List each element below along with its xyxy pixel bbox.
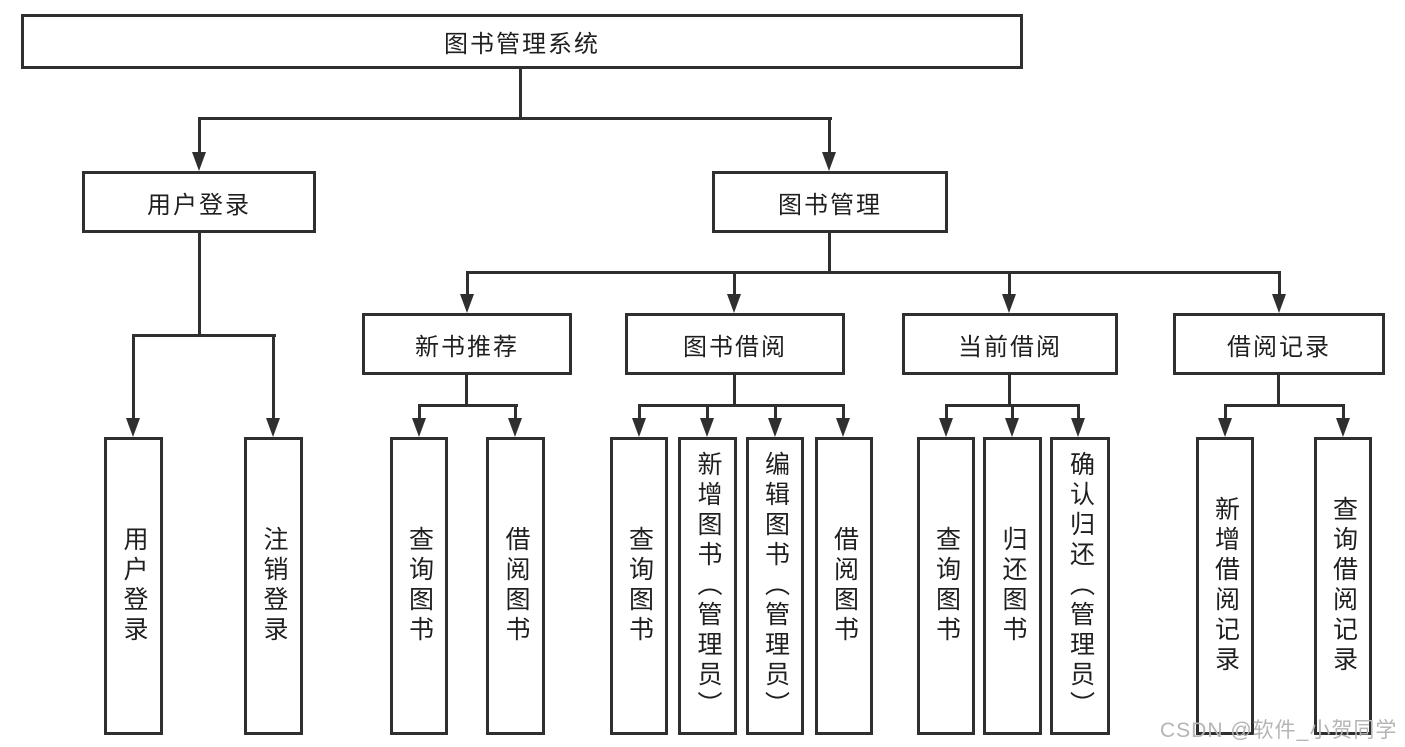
- leaf-edit-books-admin: 编辑图书（管理员）: [746, 437, 804, 735]
- connector-line: [1224, 404, 1227, 420]
- connector-line: [198, 117, 832, 120]
- connector-line: [132, 334, 276, 337]
- connector-line: [198, 117, 201, 155]
- node-label: 确认归还（管理员）: [1066, 451, 1095, 721]
- connector-line: [828, 117, 831, 155]
- connector-line: [1278, 271, 1281, 297]
- arrow-down-icon: [1002, 294, 1016, 313]
- leaf-borrow-books: 借阅图书: [486, 437, 545, 735]
- leaf-logout: 注销登录: [244, 437, 303, 735]
- node-label: 查询图书: [405, 526, 434, 646]
- arrow-down-icon: [836, 418, 850, 437]
- arrow-down-icon: [1336, 418, 1350, 437]
- connector-line: [418, 404, 518, 407]
- connector-line: [842, 404, 845, 420]
- node-current-borrowing: 当前借阅: [902, 313, 1118, 375]
- leaf-add-books-admin: 新增图书（管理员）: [678, 437, 737, 735]
- connector-line: [1008, 271, 1011, 297]
- node-label: 新增借阅记录: [1211, 496, 1240, 676]
- connector-line: [1342, 404, 1345, 420]
- connector-line: [466, 271, 469, 297]
- node-label: 借阅图书: [830, 526, 859, 646]
- connector-line: [132, 334, 135, 422]
- leaf-user-login: 用户登录: [104, 437, 163, 735]
- arrow-down-icon: [768, 418, 782, 437]
- node-label: 新书推荐: [415, 333, 519, 361]
- leaf-query-books: 查询图书: [390, 437, 448, 735]
- node-label: 注销登录: [260, 526, 288, 646]
- node-library-management-system: 图书管理系统: [21, 14, 1023, 69]
- connector-line: [1008, 375, 1011, 407]
- leaf-confirm-return-admin: 确认归还（管理员）: [1050, 437, 1110, 735]
- connector-line: [733, 375, 736, 407]
- leaf-return-books: 归还图书: [983, 437, 1042, 735]
- arrow-down-icon: [632, 418, 646, 437]
- leaf-query-books: 查询图书: [917, 437, 975, 735]
- connector-line: [638, 404, 641, 420]
- connector-line: [945, 404, 948, 420]
- arrow-down-icon: [822, 152, 836, 171]
- node-book-management-branch: 图书管理: [712, 171, 948, 233]
- node-label: 查询借阅记录: [1329, 496, 1358, 676]
- leaf-query-books: 查询图书: [610, 437, 668, 735]
- connector-line: [733, 271, 736, 297]
- arrow-down-icon: [1218, 418, 1232, 437]
- node-label: 图书借阅: [683, 333, 787, 361]
- leaf-borrow-books: 借阅图书: [815, 437, 873, 735]
- node-new-book-recommendation: 新书推荐: [362, 313, 572, 375]
- node-label: 编辑图书（管理员）: [761, 451, 790, 721]
- arrow-down-icon: [1272, 294, 1286, 313]
- arrow-down-icon: [939, 418, 953, 437]
- arrow-down-icon: [266, 418, 280, 437]
- node-book-borrowing: 图书借阅: [625, 313, 845, 375]
- node-label: 查询图书: [932, 526, 961, 646]
- node-borrowing-records: 借阅记录: [1173, 313, 1385, 375]
- arrow-down-icon: [508, 418, 522, 437]
- arrow-down-icon: [460, 294, 474, 313]
- leaf-query-borrow-record: 查询借阅记录: [1314, 437, 1372, 735]
- node-label: 用户登录: [147, 191, 251, 219]
- node-label: 当前借阅: [958, 333, 1062, 361]
- connector-line: [1224, 404, 1345, 407]
- connector-line: [272, 334, 275, 422]
- arrow-down-icon: [700, 418, 714, 437]
- connector-line: [774, 404, 777, 420]
- node-label: 图书管理: [778, 191, 882, 219]
- arrow-down-icon: [126, 418, 140, 437]
- node-label: 查询图书: [625, 526, 654, 646]
- connector-line: [418, 404, 421, 420]
- arrow-down-icon: [727, 294, 741, 313]
- watermark-text: CSDN @软件_小贺同学: [1160, 719, 1398, 742]
- connector-line: [828, 233, 831, 274]
- connector-line: [1277, 375, 1280, 407]
- node-label: 归还图书: [999, 526, 1027, 646]
- node-label: 借阅记录: [1227, 333, 1331, 361]
- arrow-down-icon: [1071, 418, 1085, 437]
- node-label: 图书管理系统: [444, 31, 600, 58]
- connector-line: [1011, 404, 1014, 420]
- connector-line: [706, 404, 709, 420]
- connector-line: [198, 233, 201, 337]
- node-label: 新增图书（管理员）: [694, 451, 722, 721]
- connector-line: [514, 404, 517, 420]
- arrow-down-icon: [192, 152, 206, 171]
- node-label: 用户登录: [120, 526, 148, 646]
- leaf-add-borrow-record: 新增借阅记录: [1196, 437, 1254, 735]
- node-label: 借阅图书: [502, 526, 530, 646]
- connector-line: [638, 404, 845, 407]
- arrow-down-icon: [1005, 418, 1019, 437]
- connector-line: [465, 375, 468, 407]
- connector-line: [519, 69, 522, 120]
- connector-line: [1077, 404, 1080, 420]
- arrow-down-icon: [412, 418, 426, 437]
- node-user-login-branch: 用户登录: [82, 171, 316, 233]
- connector-line: [466, 271, 1281, 274]
